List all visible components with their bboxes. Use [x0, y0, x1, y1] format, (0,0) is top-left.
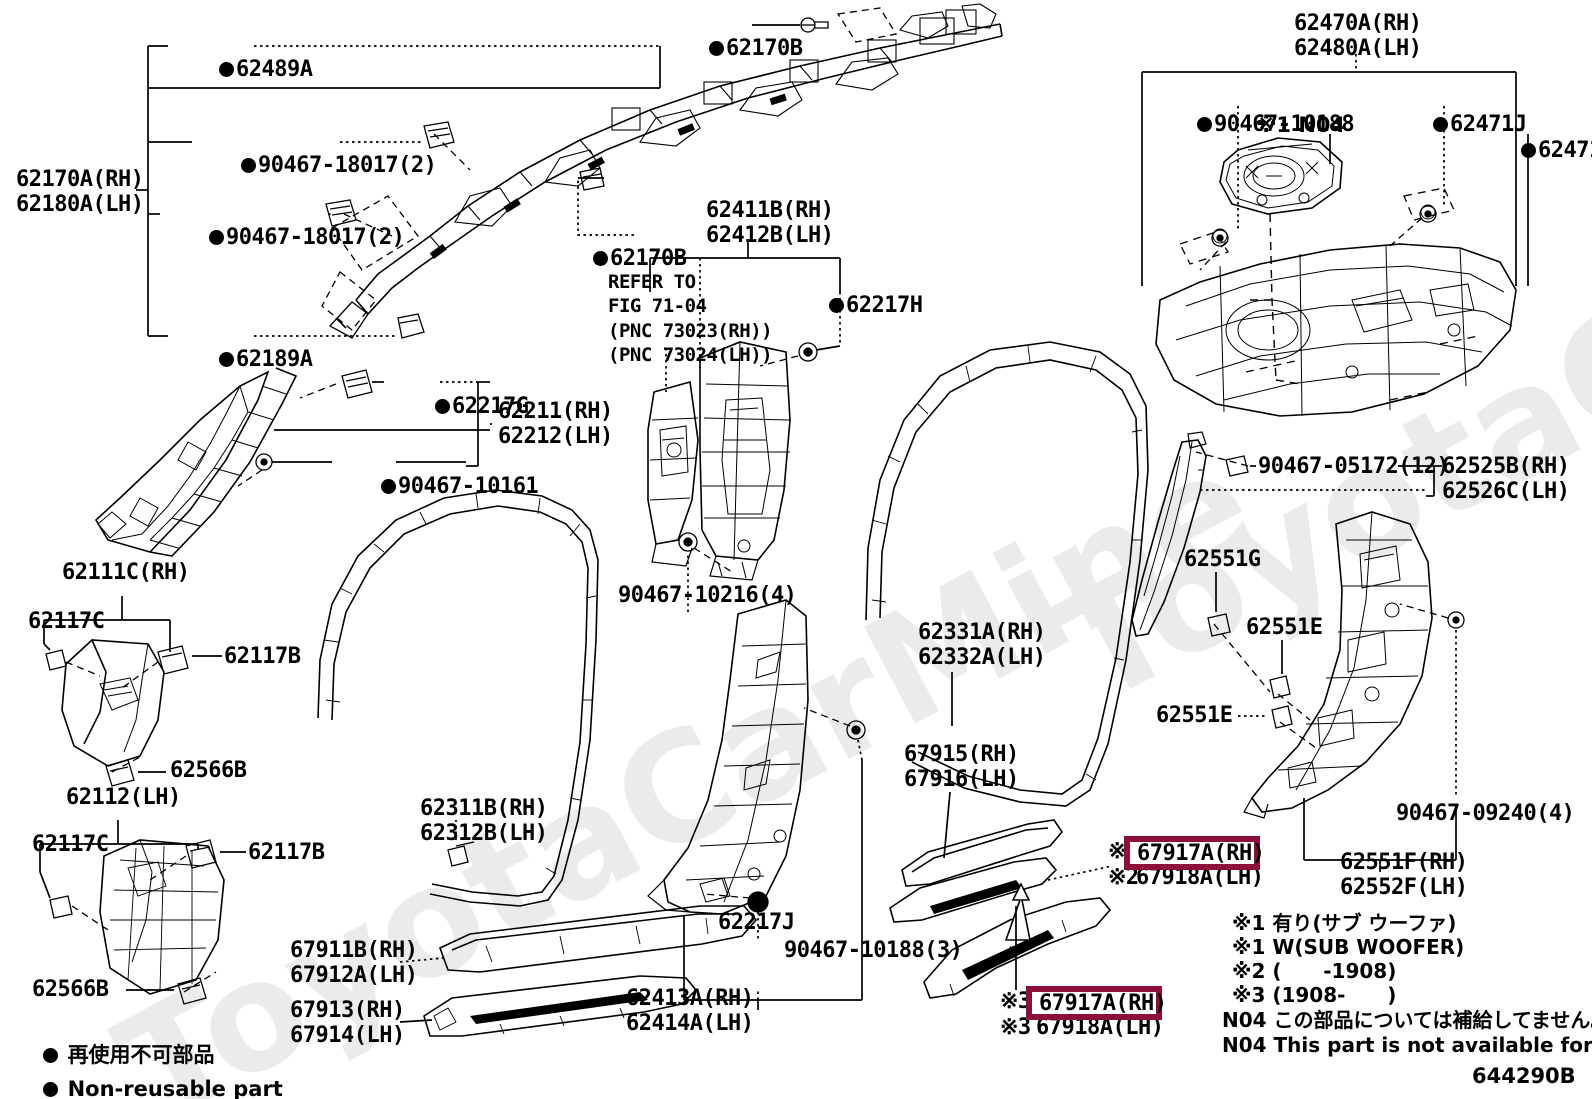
- label-62413A-62414A: 62413A(RH)62414A(LH): [626, 986, 754, 1036]
- non-reusable-dot-icon: [1432, 116, 1448, 132]
- footnote-n04-jp: N04 この部品については補給してません。: [1222, 1008, 1592, 1032]
- non-reusable-dot-icon: [240, 157, 256, 173]
- label-62170B-mid: 62170B: [542, 222, 687, 296]
- footnote-1-jp: ※1 有り(サブ ウーファ): [1232, 911, 1457, 935]
- label-62311B-62312B: 62311B(RH)62312B(LH): [420, 796, 548, 846]
- non-reusable-dot-icon: [218, 61, 234, 77]
- label-62211-62212: 62211(RH)62212(LH): [498, 399, 613, 449]
- label-67911B-67912A: 67911B(RH)67912A(LH): [290, 938, 418, 988]
- legend-non-reusable-en: Non-reusable part: [14, 1054, 283, 1099]
- label-62471J-a: 62471J: [1382, 88, 1527, 162]
- label-90467-09240: 90467-09240(4): [1396, 801, 1575, 826]
- label-62470A-62480A: 62470A(RH)62480A(LH): [1294, 11, 1422, 61]
- label-90467-05172: 90467-05172(12): [1258, 454, 1450, 479]
- label-62217G: 62217G: [384, 370, 529, 444]
- non-reusable-dot-icon: [43, 1081, 59, 1097]
- label-67917A-upper: 67917A(RH): [1137, 840, 1265, 866]
- non-reusable-dot-icon: [208, 229, 224, 245]
- label-62566B-upper: 62566B: [170, 758, 247, 783]
- non-reusable-dot-icon: [592, 250, 608, 266]
- non-reusable-dot-icon: [1520, 142, 1536, 158]
- footnote-3: ※3 (1908- ): [1232, 983, 1397, 1007]
- label-90467-10188-3: 90467-10188(3): [784, 938, 963, 963]
- mark-3-lower-b: ※3: [1000, 1015, 1031, 1040]
- label-62411B-62412B: 62411B(RH)62412B(LH): [706, 198, 834, 248]
- label-62489A: 62489A: [168, 33, 313, 107]
- label-62170B-top: 62170B: [658, 12, 803, 86]
- label-62117B-upper: 62117B: [224, 644, 301, 669]
- label-62217H: 62217H: [778, 269, 923, 343]
- label-90467-18017-lower: 90467-18017(2): [158, 201, 405, 275]
- label-62117C-lower: 62117C: [32, 832, 109, 857]
- label-62111C-RH: 62111C(RH): [62, 560, 190, 585]
- label-62551E-b: 62551E: [1156, 703, 1233, 728]
- footnote-2: ※2 ( -1908): [1232, 959, 1397, 983]
- label-67917A-lower: 67917A(RH): [1039, 990, 1167, 1016]
- label-62551E-a: 62551E: [1246, 615, 1323, 640]
- label-90467-10161: 90467-10161: [330, 450, 539, 524]
- non-reusable-dot-icon: [218, 351, 234, 367]
- label-90467-10188: 90467-10188: [1146, 88, 1355, 162]
- non-reusable-dot-icon: [434, 398, 450, 414]
- figure-number: 644290B: [1472, 1064, 1576, 1088]
- footnote-n04-en: N04 This part is not available for servi…: [1222, 1033, 1592, 1057]
- non-reusable-dot-icon: [828, 297, 844, 313]
- label-90467-10216: 90467-10216(4): [618, 583, 797, 608]
- label-62331A-62332A: 62331A(RH)62332A(LH): [918, 620, 1046, 670]
- highlight-box-67917A-lower[interactable]: 67917A(RH): [1026, 986, 1167, 1020]
- label-62551G: 62551G: [1184, 547, 1261, 572]
- label-62189A: 62189A: [168, 323, 313, 397]
- mark-3-lower-a: ※3: [1000, 989, 1031, 1014]
- label-62551F-62552F: 62551F(RH)62552F(LH): [1340, 850, 1468, 900]
- non-reusable-dot-icon: [380, 478, 396, 494]
- label-62525B-62526C: 62525B(RH)62526C(LH): [1442, 454, 1570, 504]
- non-reusable-dot-icon: [708, 40, 724, 56]
- label-62117B-lower: 62117B: [248, 840, 325, 865]
- non-reusable-dot-icon: [43, 1047, 59, 1063]
- label-67913-67914: 67913(RH)67914(LH): [290, 998, 405, 1048]
- label-62566B-lower: 62566B: [32, 977, 109, 1002]
- label-mark1-N04: ※1 N04: [1256, 113, 1346, 137]
- non-reusable-dot-icon: [1196, 116, 1212, 132]
- label-67915-67916: 67915(RH)67916(LH): [904, 742, 1019, 792]
- footnote-1-en: ※1 W(SUB WOOFER): [1232, 935, 1465, 959]
- label-62170A-62180A: 62170A(RH)62180A(LH): [16, 167, 144, 217]
- label-62217J: 62217J: [718, 910, 795, 935]
- legend-non-reusable-jp: 再使用不可部品: [14, 1020, 215, 1091]
- label-62117C-upper: 62117C: [28, 609, 105, 634]
- highlight-box-67917A-upper[interactable]: 67917A(RH): [1124, 836, 1265, 870]
- label-90467-18017-upper: 90467-18017(2): [190, 129, 437, 203]
- label-62112-LH: 62112(LH): [66, 785, 181, 810]
- label-62471J-b: 62471J: [1470, 114, 1592, 188]
